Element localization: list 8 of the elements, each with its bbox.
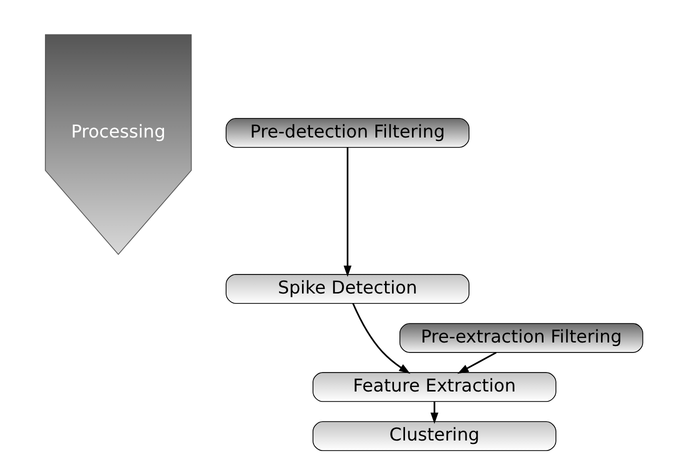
node-box: Clustering xyxy=(312,421,556,451)
arrow xyxy=(430,402,438,424)
node-box: Feature Extraction xyxy=(312,372,556,402)
node-box: Pre-extraction Filtering xyxy=(399,323,644,353)
arrow xyxy=(344,147,352,277)
node-box: Pre-detection Filtering xyxy=(226,118,470,148)
node-box: Spike Detection xyxy=(226,274,470,304)
arrow xyxy=(352,303,410,374)
